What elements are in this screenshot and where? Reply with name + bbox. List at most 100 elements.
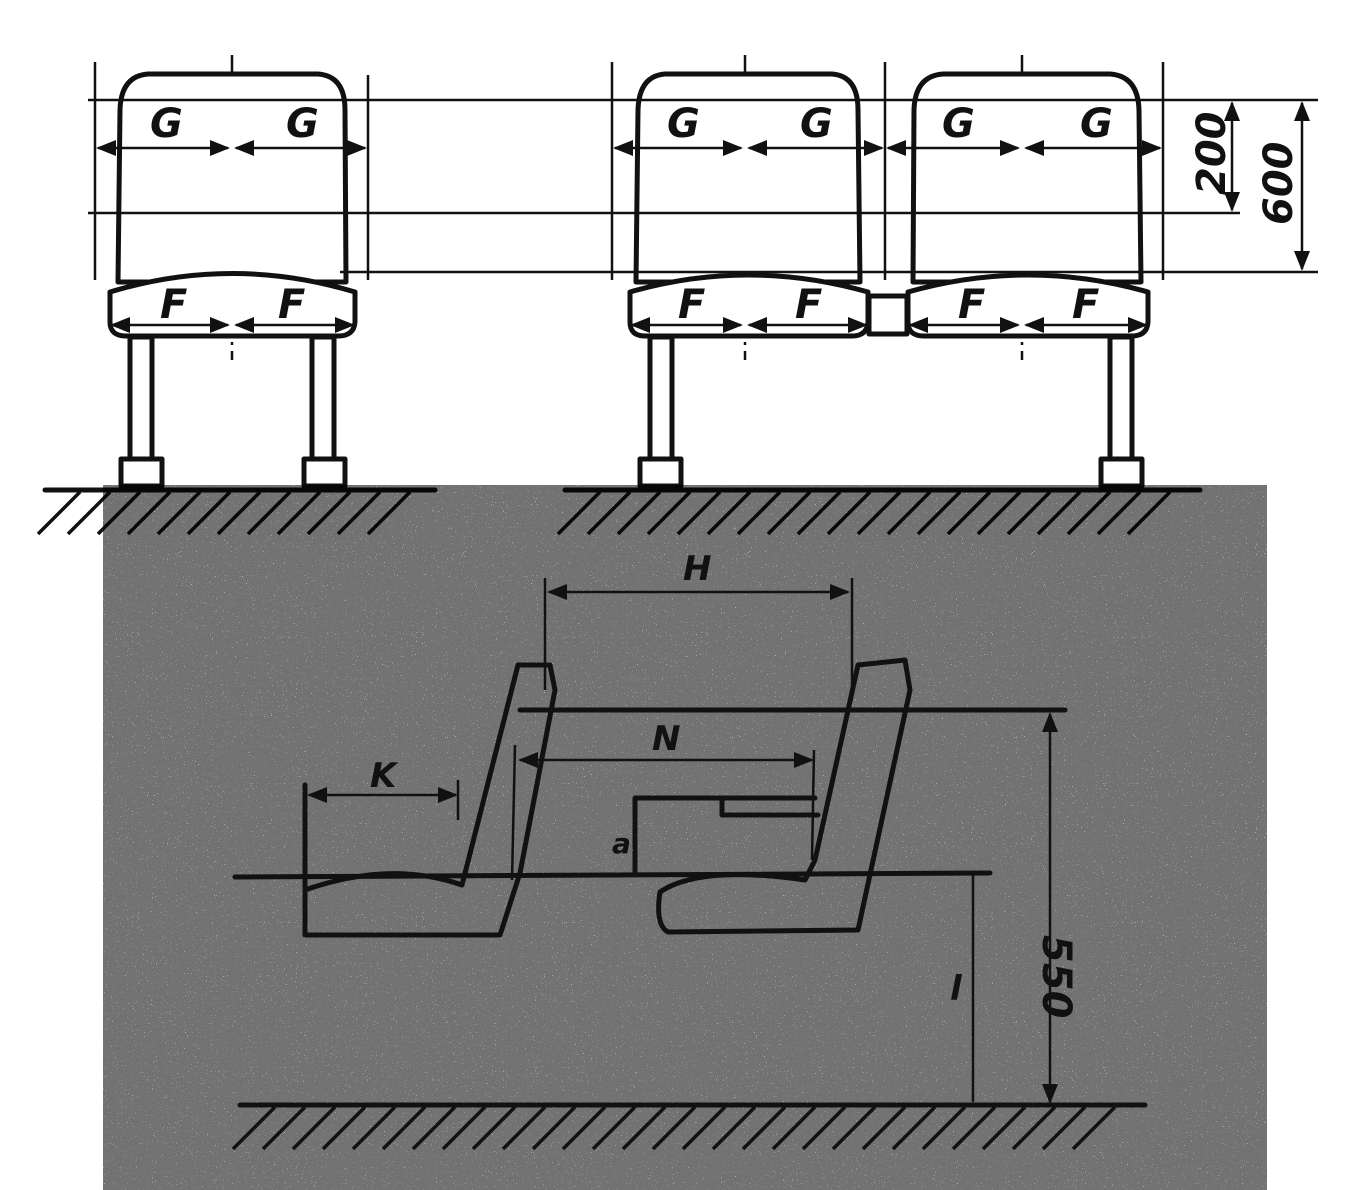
hatch-stroke [706,490,752,536]
left-seat-profile [302,662,558,938]
hatch-stroke [916,490,962,536]
hatch-stroke [801,1105,847,1151]
hatch-stroke [1071,1105,1117,1151]
backrest-left [633,71,863,285]
hatch-stroke [921,1105,967,1151]
hatch-stroke [351,1105,397,1151]
hatch-stroke [886,490,932,536]
label-g: G [800,101,833,147]
hatch-stroke [891,1105,937,1151]
label-g: G [667,101,700,147]
stipple-background [200,545,1170,1145]
hatch-stroke [156,490,202,536]
reference-lines [88,98,1318,274]
leg-right [1107,334,1135,462]
hatch-stroke [561,1105,607,1151]
hatch-stroke [366,490,412,536]
hatch-stroke [771,1105,817,1151]
seat-cushion-right [905,272,1151,339]
hatch-stroke [981,1105,1027,1151]
label-f: F [795,282,822,328]
dimension-550-label: 550 [1033,935,1079,1019]
label-l: l [950,969,963,1009]
label-g: G [286,101,319,147]
hatch-stroke [501,1105,547,1151]
label-g: G [150,101,183,147]
label-f: F [278,282,305,328]
hatch-stroke [441,1105,487,1151]
hatch-stroke [246,490,292,536]
label-f: F [678,282,705,328]
hatch-stroke [591,1105,637,1151]
hatch-stroke [1066,490,1112,536]
hatch-stroke [831,1105,877,1151]
front-view-single-seat: G G F F [36,55,438,536]
hatch-stroke [976,490,1022,536]
seat-cushion-left [627,272,871,339]
hatch-stroke [1096,490,1142,536]
hatch-stroke [766,490,812,536]
hatch-stroke [1011,1105,1057,1151]
seat-cushion [107,271,358,339]
hatch-stroke [736,490,782,536]
hatch-stroke [556,490,602,536]
leg-left [647,334,675,462]
hatch-stroke [531,1105,577,1151]
floor-hatching [36,490,412,536]
hatch-stroke [856,490,902,536]
hatch-stroke [616,490,662,536]
hatch-stroke [861,1105,907,1151]
label-f: F [1072,282,1099,328]
label-k: K [370,756,399,796]
hatch-stroke [651,1105,697,1151]
hatch-stroke [711,1105,757,1151]
right-seat-profile [656,657,913,935]
backrest [115,71,349,285]
label-h: H [683,549,711,589]
hatch-stroke [1036,490,1082,536]
hatch-stroke [826,490,872,536]
hatch-stroke [946,490,992,536]
dimension-600: 600 [1256,101,1310,271]
floor-hatching [556,490,1172,536]
hatch-stroke [381,1105,427,1151]
label-g: G [942,101,975,147]
hatch-stroke [96,490,142,536]
hatch-stroke [216,490,262,536]
hatch-stroke [336,490,382,536]
label-g: G [1080,101,1113,147]
hatch-stroke [276,490,322,536]
hatch-stroke [411,1105,457,1151]
foot-right [1098,456,1145,489]
backrest-right [910,71,1144,285]
armrest-block [866,293,910,337]
dimension-200-label: 200 [1189,112,1235,196]
dimension-600-label: 600 [1256,142,1302,226]
hatch-stroke [306,490,352,536]
hatch-stroke [681,1105,727,1151]
hatch-stroke [291,1105,337,1151]
hatch-stroke [621,1105,667,1151]
hatch-stroke [1126,490,1172,536]
hatch-stroke [471,1105,517,1151]
foot-left [118,456,165,489]
label-f: F [958,282,985,328]
floor-hatching [231,1105,1117,1151]
hatch-stroke [1006,490,1052,536]
hatch-stroke [261,1105,307,1151]
hatch-stroke [586,490,632,536]
hatch-stroke [126,490,172,536]
dimension-200: 200 [1189,101,1240,212]
leg-left [127,334,155,462]
front-view-double-seat: G G G G F F F F [556,55,1203,536]
hatch-stroke [321,1105,367,1151]
hatch-stroke [231,1105,277,1151]
foot-left [637,456,684,489]
leg-right [309,334,337,462]
foot-right [301,456,348,489]
hatch-stroke [951,1105,997,1151]
label-a: a [612,827,631,860]
hatch-stroke [676,490,722,536]
